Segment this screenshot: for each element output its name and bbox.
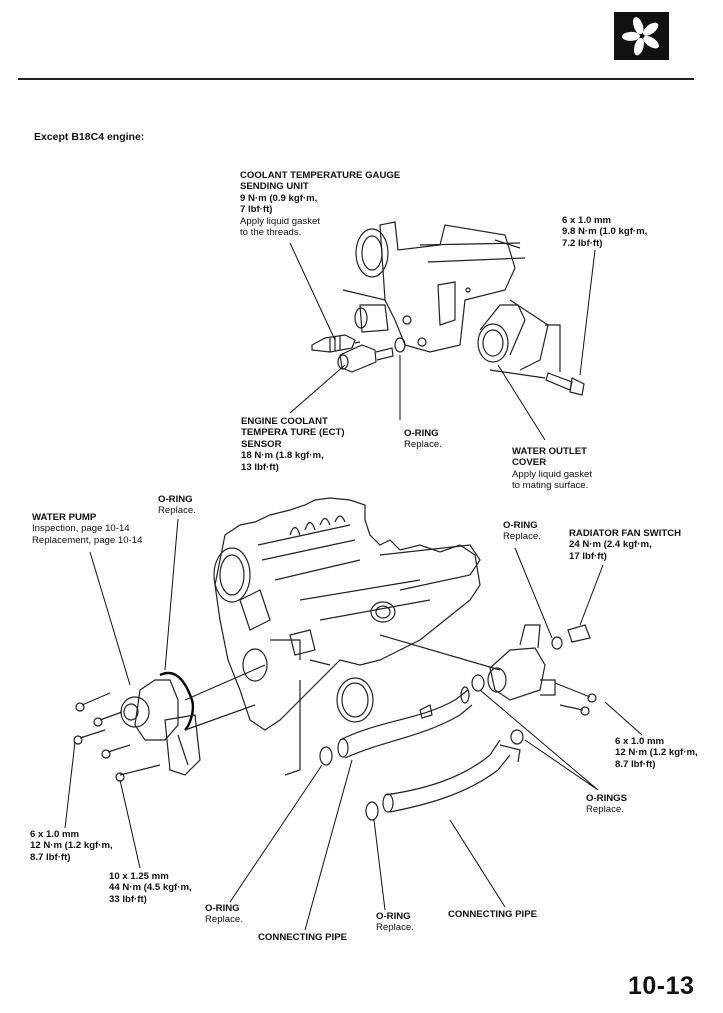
connecting-pipe-left-illustration xyxy=(338,687,472,758)
header-rule xyxy=(18,78,694,80)
pump-bolts-illustration xyxy=(74,693,130,758)
callout-radiator-fan-switch: RADIATOR FAN SWITCH 24 N·m (2.4 kgf·m, 1… xyxy=(569,528,682,562)
callout-oring-lower-left: O-RING Replace. xyxy=(205,903,243,926)
leader-lines xyxy=(65,243,642,930)
oring-ect-illustration xyxy=(395,338,405,352)
engine-block-illustration xyxy=(214,498,480,775)
water-outlet-cover-illustration xyxy=(478,300,548,370)
callout-water-pump: WATER PUMP Inspection, page 10-14 Replac… xyxy=(32,512,143,546)
callout-ect-sensor: ENGINE COOLANT TEMPERA TURE (ECT) SENSOR… xyxy=(241,416,345,473)
callout-oring-fan-switch: O-RING Replace. xyxy=(503,520,541,543)
oring-pipe-right-illustration xyxy=(511,730,523,744)
callout-oring-pump: O-RING Replace. xyxy=(158,494,196,517)
callout-oring-lower-mid: O-RING Replace. xyxy=(376,911,414,934)
oring-pipe-upper-illustration xyxy=(472,675,484,691)
section-heading: Except B18C4 engine: xyxy=(34,131,145,143)
callout-oring-ect: O-RING Replace. xyxy=(404,428,442,451)
callout-housing-bolt: 6 x 1.0 mm 12 N·m (1.2 kgf·m, 8.7 lbf·ft… xyxy=(615,736,698,770)
gauge-sending-unit-illustration xyxy=(312,335,360,352)
page-number: 10-13 xyxy=(628,972,695,1000)
thermostat-housing-right-illustration xyxy=(380,625,596,715)
cooling-fan-icon xyxy=(622,17,659,56)
callout-bracket-bolt: 10 x 1.25 mm 44 N·m (4.5 kgf·m, 33 lbf·f… xyxy=(109,871,192,905)
oring-lower-left-illustration xyxy=(320,747,332,765)
callout-water-outlet-cover: WATER OUTLET COVER Apply liquid gasket t… xyxy=(512,446,592,492)
water-pump-illustration xyxy=(121,665,265,740)
oring-lower-mid-illustration xyxy=(366,802,378,820)
callout-outlet-bolt: 6 x 1.0 mm 9.8 N·m (1.0 kgf·m, 7.2 lbf·f… xyxy=(562,215,648,249)
callout-connecting-pipe-right: CONNECTING PIPE xyxy=(448,909,538,920)
callout-pump-bolt: 6 x 1.0 mm 12 N·m (1.2 kgf·m, 8.7 lbf·ft… xyxy=(30,829,113,863)
callout-orings-pipes: O-RINGS Replace. xyxy=(586,793,628,816)
thermostat-housing-illustration xyxy=(343,222,525,352)
callout-connecting-pipe-left: CONNECTING PIPE xyxy=(258,932,348,943)
outlet-bolt-illustration xyxy=(490,325,584,395)
callout-coolant-gauge-sending-unit: COOLANT TEMPERATURE GAUGE SENDING UNIT 9… xyxy=(240,170,401,239)
bracket-illustration xyxy=(116,715,200,781)
section-tab-cooling-icon xyxy=(614,12,669,60)
connecting-pipe-right-illustration xyxy=(383,740,520,812)
